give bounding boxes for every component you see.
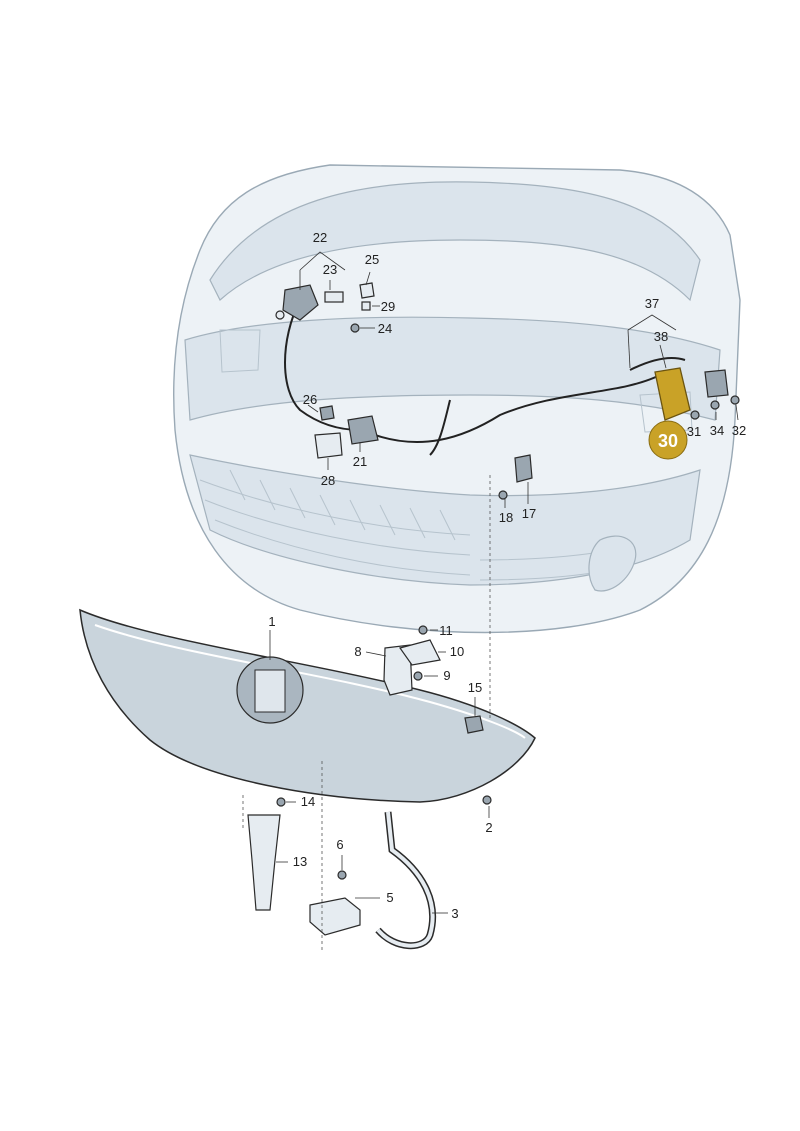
leader-lines [269, 251, 739, 914]
callout-38: 38 [654, 329, 668, 344]
callout-13: 13 [293, 854, 307, 869]
callout-24: 24 [378, 321, 392, 336]
lock-21 [347, 415, 379, 445]
callout-34: 34 [710, 423, 724, 438]
release-cables [284, 299, 686, 456]
bracket-17 [514, 454, 533, 483]
callout-37: 37 [645, 296, 659, 311]
screw-6 [337, 870, 347, 880]
callout-23: 23 [323, 262, 337, 277]
callout-2: 2 [485, 820, 492, 835]
screw-2 [482, 795, 492, 805]
callout-3: 3 [451, 906, 458, 921]
screw-9 [413, 671, 423, 681]
callout-1: 1 [268, 614, 275, 629]
callout-32: 32 [732, 423, 746, 438]
callout-14: 14 [301, 794, 315, 809]
callout-28: 28 [321, 473, 335, 488]
screw-11 [418, 625, 428, 635]
callout-31: 31 [687, 424, 701, 439]
car-body [173, 164, 741, 634]
screw-18 [498, 490, 508, 500]
callout-15: 15 [468, 680, 482, 695]
callout-18: 18 [499, 510, 513, 525]
grille-trim-panel [79, 608, 536, 803]
callout-25: 25 [365, 252, 379, 267]
clip-29 [361, 301, 371, 311]
clip-15 [464, 715, 484, 734]
callout-21: 21 [353, 454, 367, 469]
callout-9: 9 [443, 668, 450, 683]
screw-24 [350, 323, 360, 333]
callout-29: 29 [381, 299, 395, 314]
screw-14 [276, 797, 286, 807]
callout-10: 10 [450, 644, 464, 659]
release-handle-30 [654, 367, 740, 421]
bumper-grille [199, 469, 631, 581]
highlight-badge-30: 30 [648, 420, 688, 460]
clip-25 [359, 282, 375, 299]
clip-26 [319, 405, 335, 421]
part-23 [324, 291, 344, 303]
callout-17: 17 [522, 506, 536, 521]
callout-6: 6 [336, 837, 343, 852]
callout-5: 5 [386, 890, 393, 905]
callout-22: 22 [313, 230, 327, 245]
highlight-badge-label: 30 [658, 431, 678, 451]
callout-11: 11 [439, 623, 453, 638]
callout-8: 8 [354, 644, 361, 659]
part-28 [314, 432, 343, 459]
assembly-lines [242, 475, 491, 950]
bracket-5 [309, 897, 361, 936]
plate-10 [399, 639, 441, 666]
bracket-8 [383, 644, 413, 696]
hood-lock-22 [275, 284, 319, 321]
support-arm-3 [375, 811, 437, 950]
callout-labels: 22 23 25 29 24 26 21 28 18 17 37 38 31 3… [268, 230, 746, 921]
strip-13 [247, 814, 281, 911]
callout-26: 26 [303, 392, 317, 407]
